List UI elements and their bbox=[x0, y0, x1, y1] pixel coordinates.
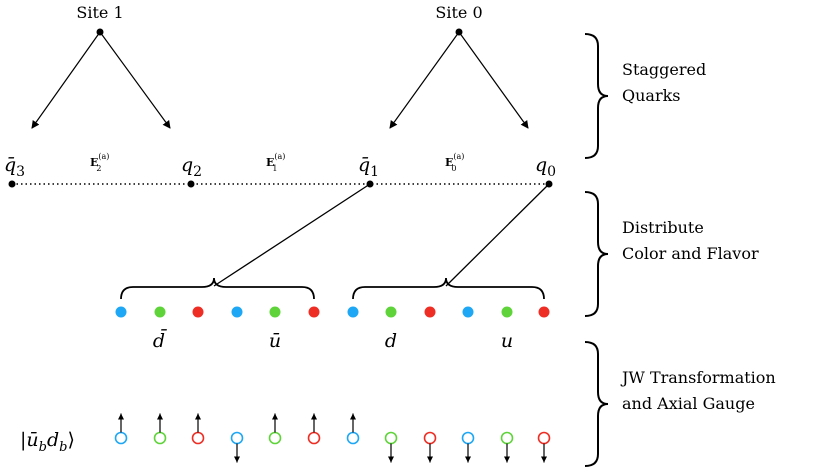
arrow-up-icon bbox=[311, 413, 317, 420]
group-brace-left bbox=[120, 277, 315, 300]
spin-chain bbox=[114, 413, 551, 463]
flavor-label-u: u bbox=[501, 330, 513, 352]
arrow-down-icon bbox=[427, 456, 433, 463]
link-label-e2: E(a)2 bbox=[90, 152, 109, 173]
spin-site-green bbox=[384, 431, 398, 445]
color-dot bbox=[231, 306, 243, 318]
arrow-up-icon bbox=[118, 413, 124, 420]
flavor-label-d: d bbox=[385, 330, 397, 352]
arrow-up-icon bbox=[272, 413, 278, 420]
spin-site-blue bbox=[461, 431, 475, 445]
spin-site-red bbox=[307, 431, 321, 445]
color-dot bbox=[347, 306, 359, 318]
site-0-arrow-left bbox=[389, 31, 460, 129]
spin-site-red bbox=[423, 431, 437, 445]
color-dot bbox=[462, 306, 474, 318]
arrow-up-icon bbox=[157, 413, 163, 420]
color-dot bbox=[115, 306, 127, 318]
color-dot bbox=[385, 306, 397, 318]
spin-site-blue bbox=[114, 431, 128, 445]
spin-site-green bbox=[153, 431, 167, 445]
lattice-label-q2: q2 bbox=[181, 154, 202, 180]
color-dot bbox=[192, 306, 204, 318]
arrow-down-icon bbox=[234, 456, 240, 463]
ket-label: |ūbdb⟩ bbox=[20, 429, 75, 455]
site-1-arrow-right bbox=[99, 31, 171, 129]
spin-site-blue bbox=[346, 431, 360, 445]
lattice-node-3 bbox=[8, 180, 16, 188]
spin-site-red bbox=[191, 431, 205, 445]
spin-site-green bbox=[500, 431, 514, 445]
lattice-label-q0: q0 bbox=[535, 154, 556, 180]
color-dot bbox=[154, 306, 166, 318]
distribution-line-q0 bbox=[445, 183, 550, 287]
arrow-down-icon bbox=[388, 456, 394, 463]
arrow-up-icon bbox=[195, 413, 201, 420]
section-brace-staggered bbox=[584, 33, 609, 159]
site-1-label: Site 1 bbox=[76, 3, 123, 22]
arrow-down-icon bbox=[541, 456, 547, 463]
section-brace-distribute bbox=[584, 191, 609, 317]
flavor-label-ubar: ū bbox=[269, 330, 281, 352]
lattice-node-2 bbox=[187, 180, 195, 188]
arrow-down-icon bbox=[465, 456, 471, 463]
site-0-label: Site 0 bbox=[435, 3, 482, 22]
section-brace-jw bbox=[584, 341, 609, 467]
distribution-line-qbar1 bbox=[213, 183, 371, 287]
color-dot bbox=[424, 306, 436, 318]
site-0-arrow-right bbox=[458, 31, 529, 129]
color-dot bbox=[269, 306, 281, 318]
spin-site-blue bbox=[230, 431, 244, 445]
site-1-arrow-left bbox=[31, 31, 101, 129]
color-dot bbox=[308, 306, 320, 318]
arrow-up-icon bbox=[350, 413, 356, 420]
link-label-e1: E(a)1 bbox=[266, 152, 285, 173]
spin-site-green bbox=[268, 431, 282, 445]
link-label-e0: E(a)0 bbox=[445, 152, 464, 173]
color-dot bbox=[501, 306, 513, 318]
color-dot bbox=[538, 306, 550, 318]
lattice-label-qbar1: q̄1 bbox=[358, 154, 379, 180]
group-brace-right bbox=[352, 277, 545, 300]
flavor-label-dbar: d̄ bbox=[153, 328, 167, 352]
spin-site-red bbox=[537, 431, 551, 445]
arrow-down-icon bbox=[504, 456, 510, 463]
lattice-label-qbar3: q̄3 bbox=[4, 154, 25, 180]
